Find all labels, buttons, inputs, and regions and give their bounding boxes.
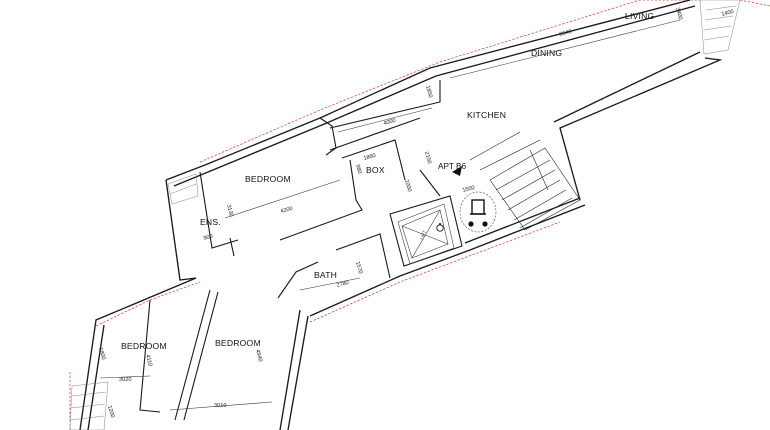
- room-label-kitchen: KITCHEN: [467, 110, 506, 120]
- dim-1800: 1800: [97, 347, 106, 361]
- room-label-living: LIVING: [625, 11, 654, 21]
- room-label-bedroom-main: BEDROOM: [245, 174, 291, 184]
- room-label-ensuite: ENS.: [200, 217, 221, 227]
- balcony-hatching: [69, 0, 741, 430]
- room-label-dining: DINING: [531, 48, 562, 58]
- dimension-labels: 8640 3400 1400 4000 1850 1860 1500 2150 …: [97, 7, 734, 419]
- dim-8640: 8640: [559, 29, 573, 38]
- dim-900: 900: [203, 234, 214, 242]
- exterior-walls: [79, 0, 723, 430]
- dim-1860: 1860: [363, 153, 377, 162]
- lift-shaft: LIFT: [397, 203, 455, 265]
- dim-1200: 1200: [106, 405, 115, 419]
- dim-4940: 4940: [254, 349, 263, 363]
- dim-4000: 4000: [383, 118, 397, 127]
- dim-4200: 4200: [280, 206, 294, 215]
- staircase: [469, 131, 581, 231]
- dimension-lines: [99, 19, 681, 411]
- room-label-box: BOX: [366, 165, 385, 175]
- lift-label: LIFT: [419, 230, 427, 241]
- accessibility-icon: [436, 223, 444, 232]
- room-labels: LIVING DINING KITCHEN APT B6 BOX BEDROOM…: [121, 11, 654, 351]
- wheelchair-icon: [459, 191, 497, 233]
- dim-3010: 3010: [214, 403, 226, 409]
- dim-1000: 1000: [403, 179, 412, 193]
- dim-2150: 2150: [423, 151, 432, 165]
- dim-1500: 1500: [462, 185, 476, 194]
- site-boundary: [69, 0, 770, 430]
- dim-980: 980: [354, 164, 362, 175]
- room-label-bedroom-left: BEDROOM: [121, 341, 167, 351]
- dim-1850: 1850: [424, 85, 433, 99]
- apartment-label: APT B6: [438, 162, 467, 171]
- interior-walls: [139, 80, 463, 421]
- room-label-bath: BATH: [314, 270, 337, 280]
- dim-2780: 2780: [336, 280, 350, 289]
- dim-3020: 3020: [119, 377, 131, 383]
- dim-1400: 1400: [721, 9, 735, 18]
- dim-3130: 3130: [225, 204, 234, 218]
- entrance-arrow-icon: [452, 166, 462, 176]
- dim-4110: 4110: [144, 354, 153, 367]
- dim-3400: 3400: [674, 7, 683, 21]
- dim-1570: 1570: [354, 261, 363, 275]
- room-label-bedroom-mid: BEDROOM: [215, 338, 261, 348]
